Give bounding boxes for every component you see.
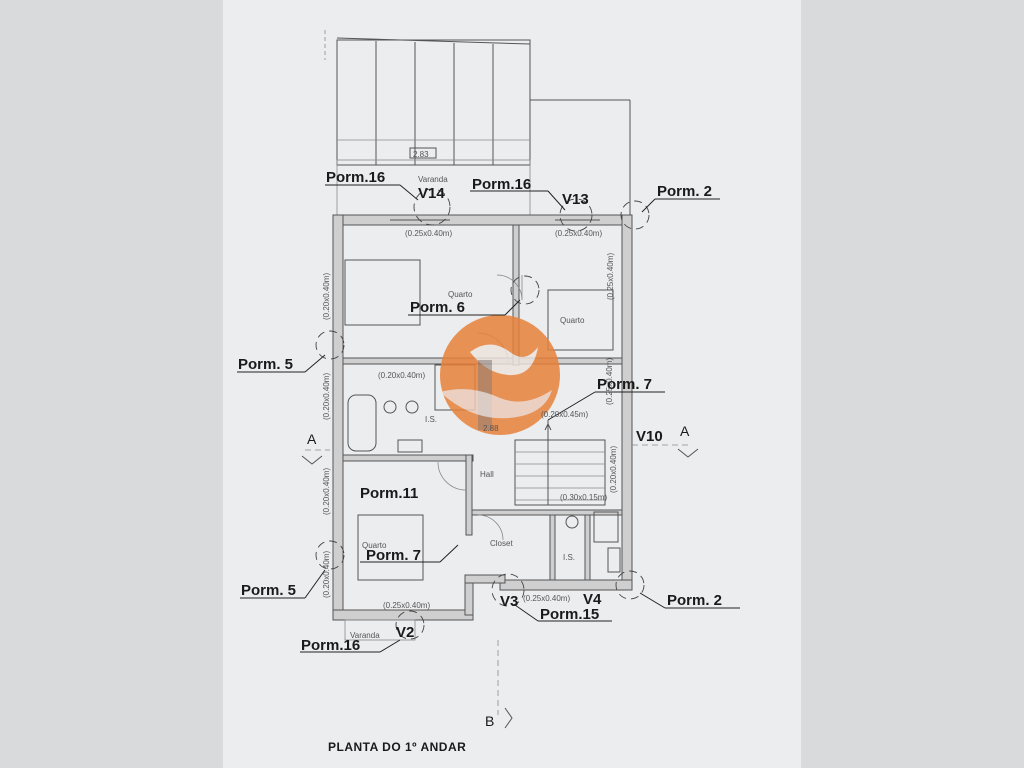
bed-2 bbox=[547, 289, 614, 351]
balcony-width-label: 2.83 bbox=[413, 150, 429, 159]
callout-leaders bbox=[237, 184, 740, 653]
section-a-left: A bbox=[307, 431, 317, 447]
bathtub bbox=[347, 394, 377, 452]
label-porm7-left: Porm. 7 bbox=[366, 547, 421, 564]
label-v2: V2 bbox=[396, 624, 414, 641]
dim-label: (0.30x0.15m) bbox=[560, 493, 607, 502]
label-porm16-bottom: Porm.16 bbox=[301, 637, 360, 654]
dim-label: (0.25x0.40m) bbox=[555, 229, 602, 238]
room-label-is-small: I.S. bbox=[563, 553, 575, 562]
label-v13: V13 bbox=[562, 191, 589, 208]
section-b: B bbox=[485, 713, 494, 729]
dim-label: (0.20x0.40m) bbox=[378, 371, 425, 380]
plan-title: PLANTA DO 1º ANDAR bbox=[328, 740, 466, 754]
room-label-ts: I.S. bbox=[425, 415, 437, 424]
label-porm11: Porm.11 bbox=[360, 485, 418, 502]
bed-3 bbox=[357, 514, 424, 581]
hall-dim-label: 2.88 bbox=[483, 424, 499, 433]
label-v3: V3 bbox=[500, 593, 518, 610]
room-label-quarto-3: Quarto bbox=[362, 541, 387, 550]
dim-label: (0.20x0.40m) bbox=[322, 373, 331, 420]
label-porm16-mid: Porm.16 bbox=[472, 176, 531, 193]
dim-label: (0.25x0.40m) bbox=[405, 229, 452, 238]
dim-label: (0.25x0.40m) bbox=[383, 601, 430, 610]
label-v4: V4 bbox=[583, 591, 602, 608]
dim-label: (0.25x0.40m) bbox=[523, 594, 570, 603]
walls bbox=[332, 214, 633, 621]
label-v10: V10 bbox=[636, 428, 663, 445]
label-porm15: Porm.15 bbox=[540, 606, 599, 623]
pergola bbox=[324, 30, 631, 220]
room-label-varanda-top: Varanda bbox=[418, 175, 448, 184]
room-label-quarto-1: Quarto bbox=[448, 290, 473, 299]
stairs bbox=[514, 420, 606, 506]
dim-label: (0.20x0.40m) bbox=[322, 468, 331, 515]
dim-label: (0.20x0.40m) bbox=[322, 551, 331, 598]
label-porm2-bottom: Porm. 2 bbox=[667, 592, 722, 609]
room-label-hall: Hall bbox=[480, 470, 494, 479]
label-porm5-top: Porm. 5 bbox=[238, 356, 293, 373]
dim-label: (0.20x0.45m) bbox=[541, 410, 588, 419]
bed-1 bbox=[344, 259, 421, 326]
label-porm16-top: Porm.16 bbox=[326, 169, 385, 186]
section-a-right: A bbox=[680, 423, 690, 439]
dim-label: (0.20x0.40m) bbox=[609, 446, 618, 493]
label-porm6: Porm. 6 bbox=[410, 299, 465, 316]
label-v14: V14 bbox=[418, 185, 445, 202]
watermark-logo bbox=[440, 315, 560, 435]
dim-label: (0.20x0.40m) bbox=[322, 273, 331, 320]
dim-label: (0.25x0.40m) bbox=[606, 253, 615, 300]
label-porm5-bottom: Porm. 5 bbox=[241, 582, 296, 599]
label-porm7-right: Porm. 7 bbox=[597, 376, 652, 393]
dim-label: (0.25x0.40m) bbox=[605, 358, 614, 405]
room-label-quarto-2: Quarto bbox=[560, 316, 585, 325]
room-label-closet: Closet bbox=[490, 539, 513, 548]
room-label-varanda-bottom: Varanda bbox=[350, 631, 380, 640]
label-porm2-top: Porm. 2 bbox=[657, 183, 712, 200]
